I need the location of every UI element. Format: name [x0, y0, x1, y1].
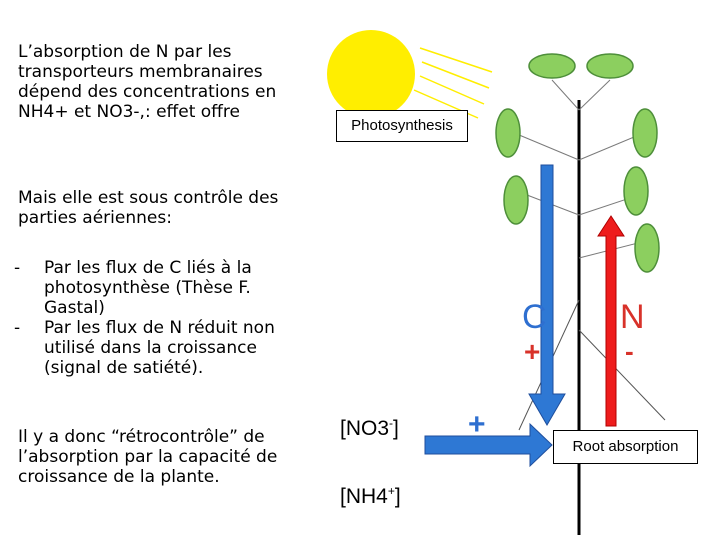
- text-line: NH4+ et NO3-,: effet offre: [18, 102, 240, 122]
- text-line: l’absorption par la capacité de: [18, 447, 278, 467]
- text-line: Mais elle est sous contrôle des: [18, 188, 279, 208]
- sun-icon: [327, 30, 415, 118]
- leaf-icon: [528, 53, 576, 79]
- list-item-carbon-flux: - Par les flux de C liés à la photosynth…: [14, 258, 275, 318]
- text-line: dépend des concentrations en: [18, 82, 277, 102]
- ion-base: [NO3: [340, 417, 390, 440]
- control-factors-list: - Par les flux de C liés à la photosynth…: [14, 258, 275, 378]
- text-line: utilisé dans la croissance: [44, 338, 257, 358]
- leaf-icon: [623, 166, 649, 216]
- shoot-control-paragraph: Mais elle est sous contrôle des parties …: [18, 188, 278, 228]
- ion-charge: +: [387, 484, 395, 498]
- leaf-icon: [503, 175, 529, 225]
- leaf-icon: [495, 108, 521, 158]
- absorption-arrow: [424, 422, 553, 468]
- absorption-plus-sign: +: [468, 408, 486, 441]
- text-line: Par les flux de N réduit non: [44, 318, 275, 338]
- nitrogen-flux-arrow: [597, 215, 625, 427]
- photosynthesis-label: Photosynthesis: [336, 110, 468, 142]
- ion-base: [NH4: [340, 485, 388, 508]
- carbon-flux-sign: +: [524, 336, 541, 367]
- text-line: Gastal): [44, 298, 105, 318]
- supply-effect-paragraph: L’absorption de N par les transporteurs …: [18, 42, 276, 122]
- ammonium-concentration-label: [NH4+]: [340, 484, 401, 509]
- text-line: photosynthèse (Thèse F.: [44, 278, 251, 298]
- root-absorption-label: Root absorption: [553, 430, 698, 464]
- sun-rays: [413, 47, 493, 119]
- text-line: croissance de la plante.: [18, 467, 220, 487]
- bullet-marker: -: [14, 258, 21, 278]
- nitrogen-flux-sign: -: [625, 336, 634, 366]
- text-line: Il y a donc “rétrocontrôle” de: [18, 427, 265, 447]
- text-line: transporteurs membranaires: [18, 62, 263, 82]
- text-line: parties aériennes:: [18, 208, 172, 228]
- nitrate-concentration-label: [NO3-]: [340, 416, 399, 441]
- leaf-icon: [634, 223, 660, 273]
- text-line: L’absorption de N par les: [18, 42, 232, 62]
- ion-charge: -: [389, 416, 394, 430]
- ion-bracket: ]: [394, 485, 401, 508]
- carbon-flux-arrow: [528, 164, 566, 426]
- list-item-nitrogen-flux: - Par les flux de N réduit non utilisé d…: [14, 318, 275, 378]
- carbon-flux-letter: C: [522, 298, 547, 336]
- nitrogen-flux-letter: N: [620, 298, 645, 336]
- leaf-icon: [632, 108, 658, 158]
- ion-bracket: ]: [393, 417, 399, 440]
- leaf-icon: [586, 53, 634, 79]
- feedback-conclusion-paragraph: Il y a donc “rétrocontrôle” de l’absorpt…: [18, 427, 277, 487]
- text-line: Par les flux de C liés à la: [44, 258, 252, 278]
- bullet-marker: -: [14, 318, 21, 338]
- text-line: (signal de satiété).: [44, 358, 204, 378]
